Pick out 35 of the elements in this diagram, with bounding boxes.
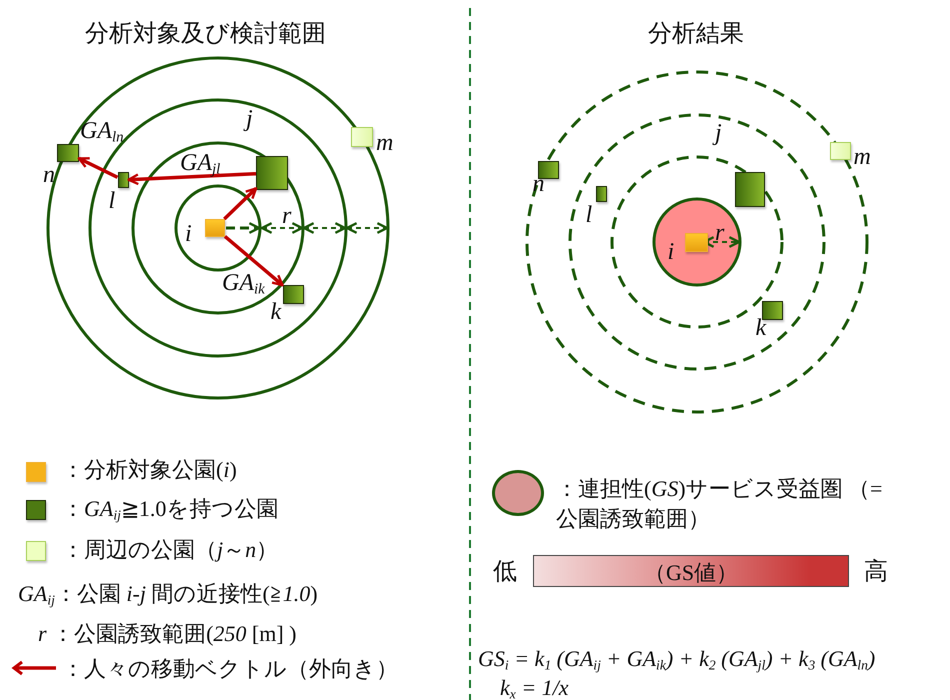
park-letter: m — [854, 144, 871, 170]
park-letter: k — [756, 314, 766, 340]
edge-label: GA$_{ik}$ — [222, 270, 265, 300]
park-letter: l — [586, 202, 592, 228]
legend-text: ：GA$_{ij}$≧1.0を持つ公園 — [62, 495, 278, 524]
formula-text: GS$_{i}$ = k$_{1}$ (GA$_{ij}$ + GA$_{ik}$) + k$_{2}$ (GA$_{jl}$) + k$_{3}$ (GA$_{ln}$) — [478, 645, 876, 674]
park-letter: m — [376, 130, 394, 156]
scale-label: 高 — [864, 558, 888, 586]
arrow — [78, 156, 118, 179]
legend-text: ：連担性(GS)サービス受益圏 （=公園誘致範囲） — [556, 475, 884, 533]
panel-title: 分析結果 — [648, 20, 744, 48]
dimension-label: r — [715, 219, 724, 247]
legend-text: ：分析対象公園(i) — [62, 456, 237, 484]
legend-text: r ：公園誘致範囲(250 [m] ) — [38, 620, 296, 648]
panel-title: 分析対象及び検討範囲 — [85, 20, 326, 48]
edge-label: GA$_{jl}$ — [180, 150, 220, 180]
legend-text: GA$_{ij}$：公園 i-j 間の近接性(≧1.0) — [18, 580, 318, 610]
park-letter: j — [246, 106, 253, 132]
edge-label: GA$_{ln}$ — [80, 118, 124, 148]
arrow — [223, 187, 258, 220]
arrow — [127, 172, 256, 186]
bar-label: （GS値） — [642, 559, 740, 587]
park-letter: i — [668, 238, 674, 264]
park-letter: j — [715, 120, 722, 146]
scale-label: 低 — [493, 558, 517, 586]
dimension-label: r — [282, 202, 292, 230]
legend-text: ：周辺の公園（j～n） — [62, 536, 278, 564]
park-letter: n — [43, 162, 55, 188]
formula-text: k$_{x}$ = 1/x — [500, 674, 569, 700]
park-letter: l — [108, 188, 116, 214]
park-letter: k — [270, 298, 282, 324]
park-letter: n — [532, 171, 544, 197]
park-letter: i — [185, 221, 192, 247]
arrow — [224, 235, 284, 286]
legend-text: ：人々の移動ベクトル（外向き） — [62, 655, 398, 683]
